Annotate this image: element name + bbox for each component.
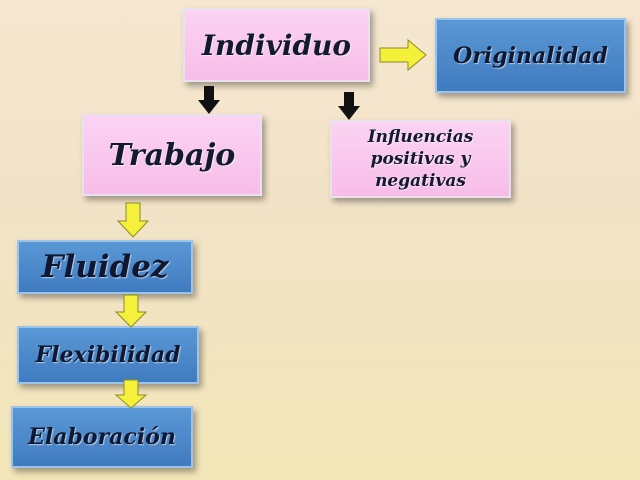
arrow-right-icon <box>379 38 427 72</box>
node-originalidad-label: Originalidad <box>453 42 608 69</box>
node-influencias-label: Influencias positivas y negativas <box>367 127 474 191</box>
node-flexibilidad-label: Flexibilidad <box>35 342 181 368</box>
node-trabajo-label: Trabajo <box>108 137 236 173</box>
node-influencias: Influencias positivas y negativas <box>330 120 511 198</box>
node-originalidad: Originalidad <box>435 18 626 93</box>
node-fluidez: Fluidez <box>17 240 193 294</box>
arrow-down-yellow-icon <box>114 379 148 409</box>
node-individuo-label: Individuo <box>201 28 352 62</box>
arrow-down-yellow-icon <box>114 294 148 328</box>
node-elaboracion: Elaboración <box>11 406 193 468</box>
node-individuo: Individuo <box>183 8 370 82</box>
node-elaboracion-label: Elaboración <box>28 424 176 450</box>
node-fluidez-label: Fluidez <box>41 249 169 285</box>
arrow-down-black-icon <box>198 86 220 114</box>
node-flexibilidad: Flexibilidad <box>17 326 199 384</box>
arrow-down-yellow-icon <box>116 202 150 238</box>
arrow-down-black-icon <box>338 92 360 120</box>
node-trabajo: Trabajo <box>82 114 262 196</box>
